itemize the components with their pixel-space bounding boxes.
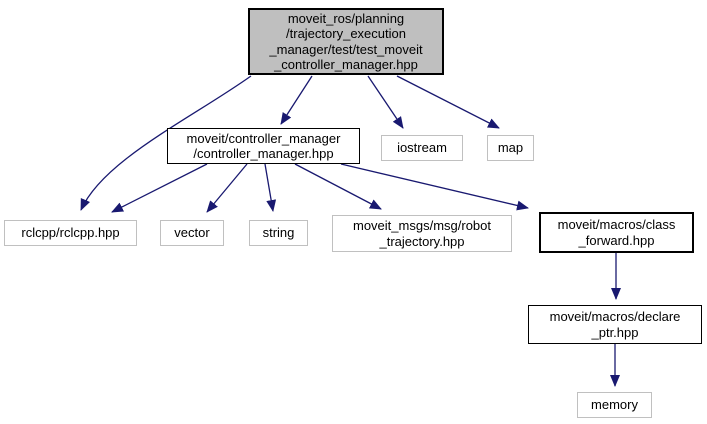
node-macros-declare-ptr-hpp[interactable]: moveit/macros/declare _ptr.hpp — [528, 305, 702, 344]
node-macros-class-forward-hpp[interactable]: moveit/macros/class _forward.hpp — [539, 212, 694, 253]
node-string: string — [249, 220, 308, 246]
node-moveit-msgs-robot-trajectory-hpp: moveit_msgs/msg/robot _trajectory.hpp — [332, 215, 512, 252]
edge-controller-to-class-forward — [340, 163, 529, 211]
node-memory: memory — [577, 392, 652, 418]
node-rclcpp-hpp: rclcpp/rclcpp.hpp — [4, 220, 137, 246]
edge-test-to-iostream — [367, 75, 404, 129]
node-map: map — [487, 135, 534, 161]
edge-controller-to-rclcpp — [111, 163, 208, 213]
node-iostream: iostream — [381, 135, 463, 161]
node-vector: vector — [160, 220, 224, 246]
edge-controller-to-string — [264, 163, 277, 212]
edge-controller-to-vector — [206, 163, 248, 213]
edge-test-to-map — [396, 75, 500, 129]
node-controller-manager-hpp[interactable]: moveit/controller_manager /controller_ma… — [167, 128, 360, 164]
edge-controller-to-robot-trajectory — [294, 163, 382, 210]
node-test-moveit-controller-manager-hpp: moveit_ros/planning /trajectory_executio… — [248, 8, 444, 75]
edge-test-to-controller-manager — [280, 75, 313, 125]
